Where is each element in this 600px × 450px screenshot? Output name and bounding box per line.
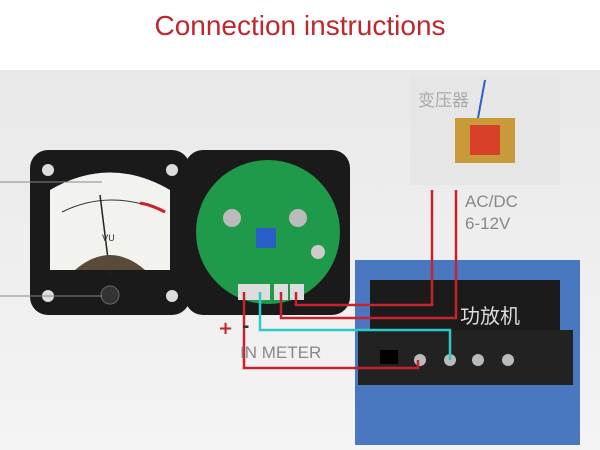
in-meter-label: IN METER [240,343,322,362]
wires [242,190,458,370]
plus-label: + [218,318,234,339]
transformer-label: 变压器 [418,91,469,110]
page-title: Connection instructions [154,10,446,41]
amplifier-photo [355,260,580,445]
power-label-voltage: 6-12V [465,214,511,233]
meter-back-pcb [185,150,350,315]
vu-label: VU [102,234,115,244]
amplifier-label: 功放机 [460,306,520,328]
minus-label: - [242,316,250,337]
power-label-type: AC/DC [465,192,518,211]
vu-meter [30,150,190,315]
transformer-photo [410,75,560,185]
